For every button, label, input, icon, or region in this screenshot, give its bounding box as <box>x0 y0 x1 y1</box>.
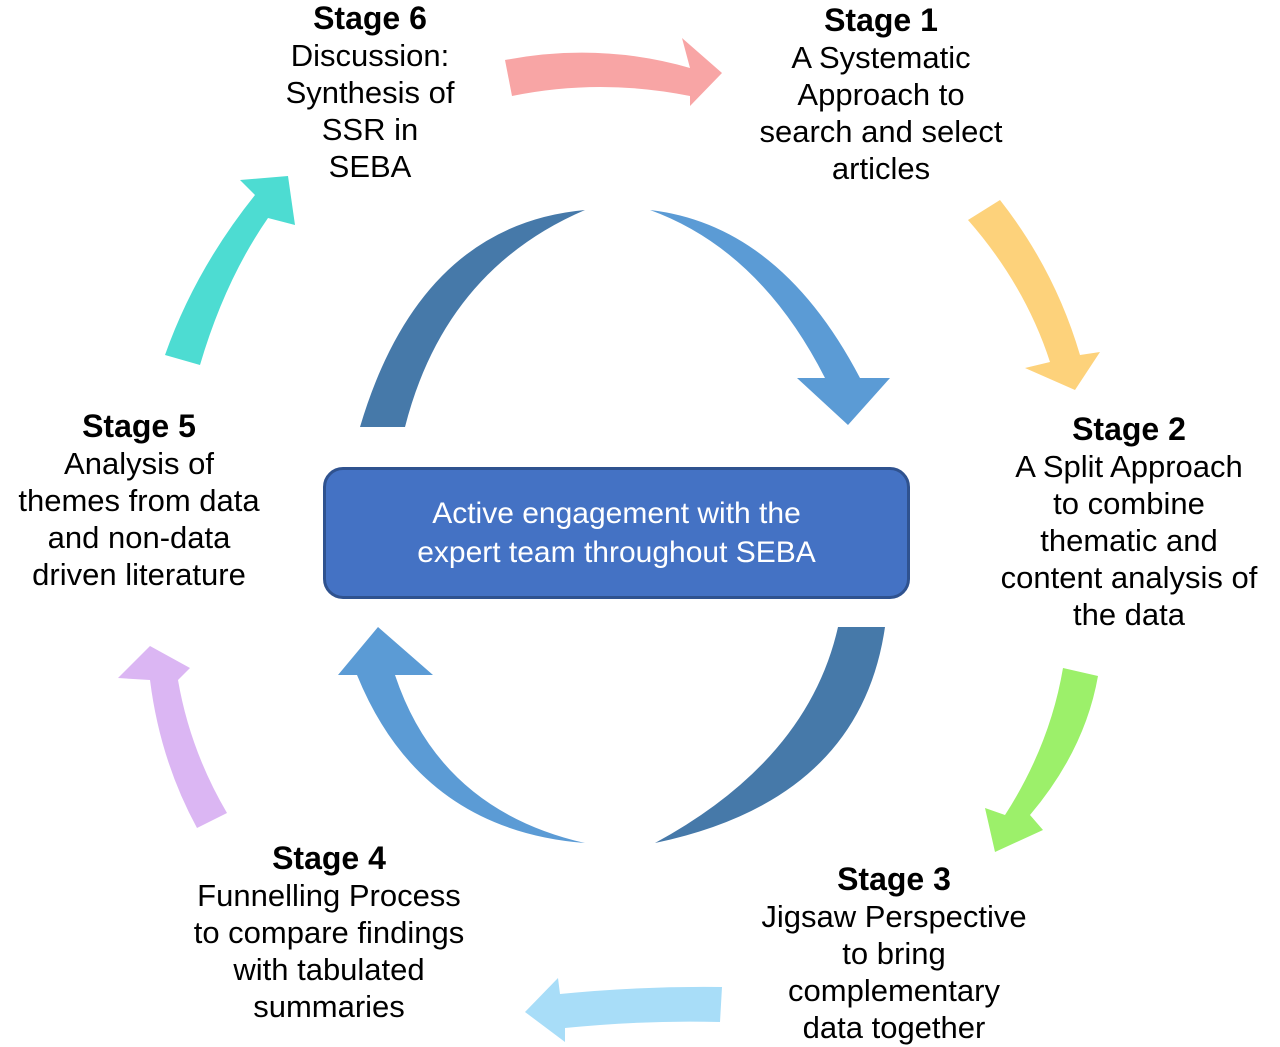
inner-arrow-top-right <box>650 210 890 425</box>
stage-4: Stage 4 Funnelling Process to compare fi… <box>160 840 498 1025</box>
center-text-line: expert team throughout SEBA <box>417 536 816 569</box>
stage-description-line: A Systematic <box>791 40 971 75</box>
stage-description-line: Synthesis of <box>285 75 455 110</box>
stage-description-line: with tabulated <box>233 952 425 987</box>
stage-title: Stage 4 <box>272 840 386 876</box>
stage-description-line: thematic and <box>1040 523 1218 558</box>
arrow-stage5-to-stage6 <box>165 176 295 365</box>
stage-6: Stage 6 Discussion: Synthesis of SSR in … <box>250 0 490 185</box>
stage-description-line: complementary <box>788 973 1000 1008</box>
stage-description-line: to bring <box>842 936 946 971</box>
stage-description-line: Analysis of <box>64 446 214 481</box>
stage-title: Stage 3 <box>837 861 951 897</box>
stage-description-line: the data <box>1072 597 1186 632</box>
inner-arc-bottom-right <box>655 627 885 843</box>
stage-3: Stage 3 Jigsaw Perspective to bring comp… <box>734 861 1054 1046</box>
stage-description-line: Funnelling Process <box>197 878 461 913</box>
stage-description-line: SSR in <box>321 112 419 147</box>
inner-arc-top-left <box>360 210 585 427</box>
stage-2: Stage 2 A Split Approach to combine them… <box>978 411 1280 633</box>
stage-5: Stage 5 Analysis of themes from data and… <box>0 408 278 593</box>
center-box: Active engagement with the expert team t… <box>323 467 910 599</box>
inner-arrows <box>338 210 890 843</box>
stage-description-line: SEBA <box>328 149 412 184</box>
arrow-stage6-to-stage1 <box>505 38 722 106</box>
stage-title: Stage 6 <box>313 0 427 36</box>
stage-title: Stage 2 <box>1072 411 1186 447</box>
stage-description-line: driven literature <box>32 557 246 592</box>
stage-title: Stage 5 <box>82 408 196 444</box>
stage-description-line: to compare findings <box>193 915 465 950</box>
stage-description-line: articles <box>831 151 931 186</box>
stage-description-line: content analysis of <box>1000 560 1258 595</box>
inner-arrow-bottom-left <box>338 627 585 843</box>
stage-description-line: search and select <box>759 114 1003 149</box>
arrow-stage3-to-stage4 <box>525 978 722 1042</box>
stage-title: Stage 1 <box>824 2 938 38</box>
stage-description-line: Discussion: <box>290 38 450 73</box>
stage-description-line: summaries <box>253 989 405 1024</box>
stage-description-line: and non-data <box>47 520 231 555</box>
stage-description-line: Jigsaw Perspective <box>761 899 1027 934</box>
center-text-line: Active engagement with the <box>432 497 801 530</box>
arrow-stage4-to-stage5 <box>118 646 227 828</box>
stage-description-line: themes from data <box>18 483 260 518</box>
stage-description-line: to combine <box>1053 486 1205 521</box>
stage-description-line: data together <box>802 1010 986 1045</box>
outer-arrows <box>118 38 1100 1042</box>
stage-description-line: Approach to <box>797 77 965 112</box>
stage-description-line: A Split Approach <box>1015 449 1243 484</box>
arrow-stage1-to-stage2 <box>968 200 1100 390</box>
arrow-stage2-to-stage3 <box>985 668 1098 852</box>
stage-1: Stage 1 A Systematic Approach to search … <box>720 2 1042 187</box>
